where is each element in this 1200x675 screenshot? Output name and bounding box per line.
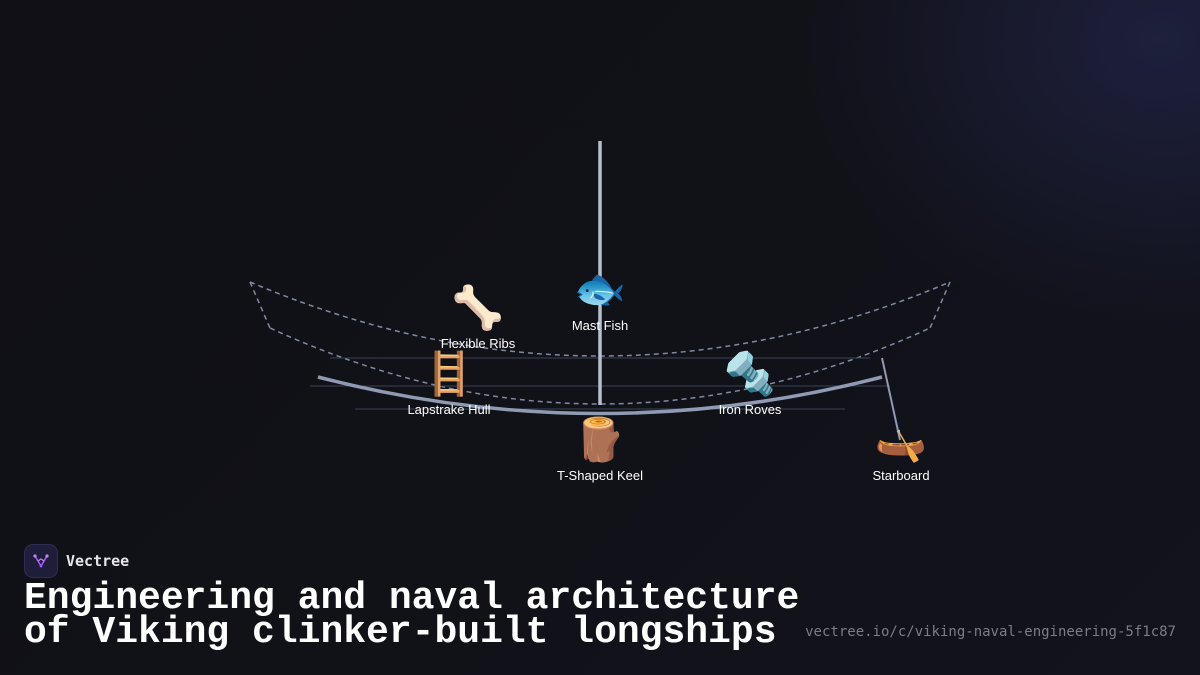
node-label: T-Shaped Keel bbox=[557, 468, 643, 483]
node-label: Iron Roves bbox=[719, 402, 782, 417]
brand: Vectree bbox=[24, 544, 129, 578]
node-t-shaped-keel[interactable]: 🪵 T-Shaped Keel bbox=[557, 415, 643, 483]
fish-icon: 🐟 bbox=[574, 264, 626, 313]
hull-outline-dashed-inner bbox=[269, 327, 931, 405]
canoe-icon: 🛶 bbox=[875, 415, 927, 464]
wood-log-icon: 🪵 bbox=[574, 415, 626, 464]
title-line-2: of Viking clinker-built longships bbox=[24, 611, 777, 654]
longship-diagram: 🐟 Mast Fish 🦴 Flexible Ribs 🪜 Lapstrake … bbox=[249, 141, 951, 483]
bone-icon: 🦴 bbox=[452, 282, 504, 332]
brand-name: Vectree bbox=[66, 552, 130, 570]
node-mast-fish[interactable]: 🐟 Mast Fish bbox=[572, 264, 628, 333]
node-label: Starboard bbox=[872, 468, 929, 483]
vectree-logo-icon bbox=[24, 544, 58, 578]
node-iron-roves[interactable]: 🔩 Iron Roves bbox=[719, 349, 782, 417]
nut-and-bolt-icon: 🔩 bbox=[724, 349, 776, 398]
starboard-oar-line bbox=[881, 357, 901, 441]
node-label: Mast Fish bbox=[572, 318, 628, 333]
node-flexible-ribs[interactable]: 🦴 Flexible Ribs bbox=[441, 282, 516, 351]
source-url[interactable]: vectree.io/c/viking-naval-engineering-5f… bbox=[805, 624, 1176, 640]
node-lapstrake-hull[interactable]: 🪜 Lapstrake Hull bbox=[407, 349, 490, 417]
node-label: Lapstrake Hull bbox=[407, 402, 490, 417]
hull-curve bbox=[317, 375, 883, 416]
ladder-icon: 🪜 bbox=[423, 349, 475, 398]
title-line-1: Engineering and naval architecture bbox=[24, 577, 800, 620]
page-title: Engineering and naval architecture of Vi… bbox=[24, 580, 804, 654]
node-label: Flexible Ribs bbox=[441, 336, 516, 351]
node-starboard[interactable]: 🛶 Starboard bbox=[872, 415, 929, 483]
